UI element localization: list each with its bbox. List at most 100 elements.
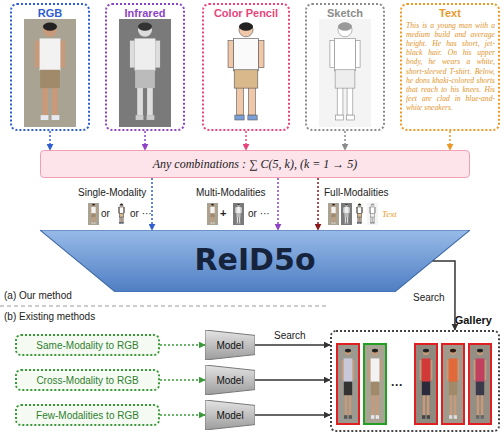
- method-box: Cross-Modality to RGB: [15, 369, 160, 391]
- person-head: [211, 204, 214, 207]
- modality-box: RGB: [10, 3, 90, 131]
- person-image: [442, 344, 464, 424]
- image-background: [341, 203, 352, 225]
- person-leg: [454, 394, 456, 416]
- person-arm: [60, 41, 65, 68]
- node-label: Model: [216, 340, 243, 351]
- person-pants: [476, 382, 484, 396]
- person-shirt: [370, 207, 374, 214]
- node-shape: [205, 400, 255, 430]
- image-background: [24, 19, 76, 127]
- person-leg: [94, 217, 95, 223]
- model-shape: Model: [205, 400, 255, 430]
- person-leg: [42, 86, 48, 115]
- method-box: Same-Modality to RGB: [15, 334, 160, 356]
- person-arm: [155, 41, 160, 68]
- person-hair: [43, 22, 57, 30]
- node-label: Any combinations : ∑ C(5, k), (k = 1 → 5…: [153, 157, 358, 172]
- image-background: [207, 203, 218, 225]
- section-divider: [0, 306, 326, 307]
- person-shirt: [210, 207, 214, 214]
- person-shirt: [344, 207, 348, 214]
- person-head: [450, 349, 456, 355]
- person-shoe: [427, 415, 430, 419]
- person-shoe: [336, 115, 344, 120]
- connector-arrow: [449, 131, 451, 150]
- person-hair: [239, 22, 253, 30]
- edge-label: Multi-Modalities: [196, 187, 265, 198]
- node-shape: [205, 365, 255, 395]
- person-leg: [137, 86, 143, 115]
- person-image: [337, 344, 359, 424]
- person-arm: [369, 360, 371, 380]
- person-image: [24, 19, 76, 127]
- person-shoe: [371, 415, 374, 419]
- person-pants: [40, 70, 60, 88]
- person-shirt: [331, 207, 335, 214]
- node-shape: [205, 330, 255, 360]
- person-shirt: [119, 207, 123, 214]
- person-leg: [372, 394, 374, 416]
- person-pants: [210, 213, 214, 217]
- person-pants: [357, 213, 361, 217]
- person-pants: [236, 213, 240, 217]
- person-shoe: [349, 415, 352, 419]
- text-token: Text: [382, 209, 397, 219]
- person-arm: [130, 41, 135, 68]
- person-pants: [370, 213, 374, 217]
- person-shirt: [371, 358, 380, 382]
- edge-label: Search: [413, 292, 445, 303]
- person-hair: [211, 204, 214, 206]
- image-background: [442, 344, 464, 424]
- or-word: or: [101, 208, 110, 219]
- person-shoe: [120, 222, 122, 224]
- person-leg: [211, 217, 212, 223]
- person-head: [120, 204, 123, 207]
- person-leg: [239, 217, 240, 223]
- person-shoe: [52, 115, 60, 120]
- person-leg: [122, 217, 123, 223]
- person-leg: [358, 217, 359, 223]
- person-shirt: [236, 207, 240, 214]
- person-arm: [35, 41, 40, 68]
- person-shirt: [357, 207, 361, 214]
- person-shoe: [147, 115, 155, 120]
- person-pants: [344, 213, 348, 217]
- person-shirt: [91, 207, 95, 214]
- connector-arrow: [255, 344, 330, 346]
- person-leg: [347, 86, 353, 115]
- person-head: [92, 204, 95, 207]
- person-pants: [119, 213, 123, 217]
- person-pants: [371, 382, 379, 396]
- edge-label: Full-Modalities: [324, 187, 388, 198]
- person-head: [239, 23, 253, 37]
- person-shoe: [373, 222, 375, 224]
- person-head: [477, 349, 483, 355]
- person-shoe: [235, 115, 244, 120]
- person-leg: [360, 217, 361, 223]
- connector-arrow: [317, 178, 319, 230]
- node-label: Text: [402, 7, 498, 19]
- model-shape: Model: [205, 365, 255, 395]
- person-pants: [449, 382, 457, 396]
- person-shoe: [376, 415, 379, 419]
- connector-arrow: [277, 178, 279, 230]
- person-arm: [258, 41, 264, 68]
- person-arm: [474, 360, 476, 380]
- connector-arrow: [160, 379, 205, 381]
- image-background: [367, 203, 378, 225]
- person-arm: [484, 360, 486, 380]
- person-shoe: [237, 222, 239, 224]
- person-pants: [234, 70, 258, 88]
- person-shirt: [135, 38, 156, 70]
- person-arm: [457, 360, 459, 380]
- person-arm: [379, 360, 381, 380]
- person-leg: [332, 217, 333, 223]
- person-hair: [345, 204, 348, 206]
- person-arm: [352, 360, 354, 380]
- person-head: [423, 349, 429, 355]
- ellipsis: ···: [391, 378, 403, 392]
- node-label: RGB: [12, 7, 88, 19]
- person-arm: [355, 41, 360, 68]
